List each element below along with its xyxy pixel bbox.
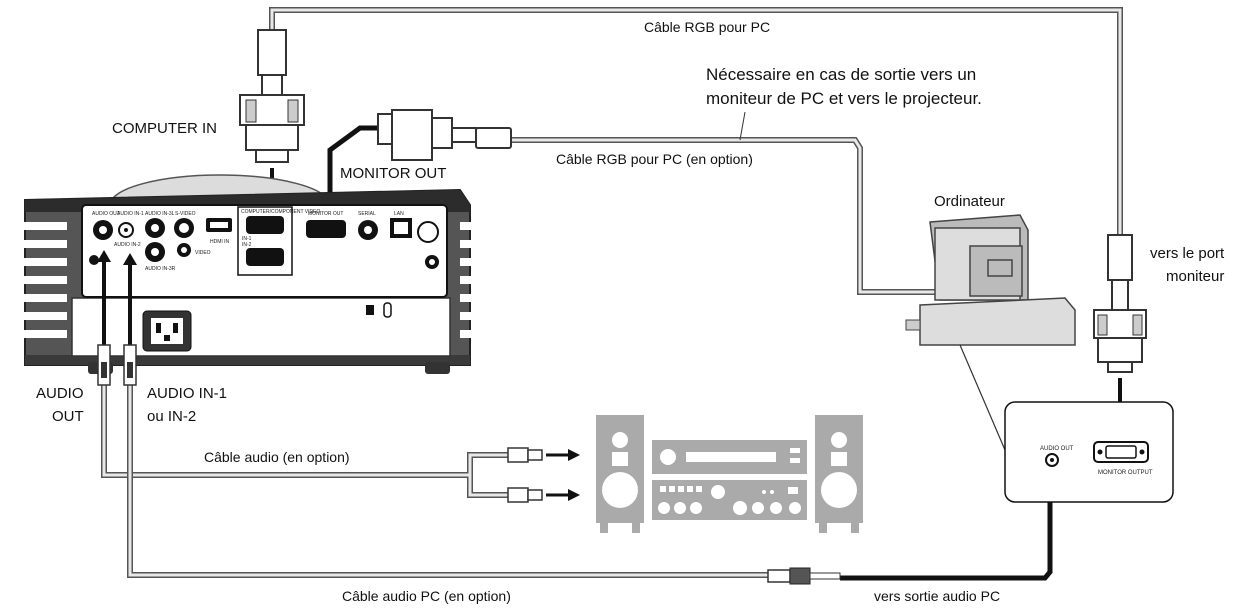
projector	[12, 174, 485, 374]
panel-s-video-label: S-VIDEO	[175, 211, 196, 217]
monitor-port-connector	[1093, 234, 1147, 425]
projector-port-panel: AUDIO OUT AUDIO IN-1 AUDIO IN-2 AUDIO IN…	[89, 206, 439, 276]
label-cable-rgb-optional: Câble RGB pour PC (en option)	[556, 151, 753, 167]
panel-computer-label: COMPUTER/COMPONENT VIDEO	[241, 209, 320, 215]
label-audio-in-2: ou IN-2	[147, 408, 196, 425]
panel-in2-label: IN-2	[242, 242, 252, 248]
label-monitor-port-2: moniteur	[1166, 268, 1224, 285]
label-note-line2: moniteur de PC et vers le projecteur.	[706, 89, 982, 108]
panel-in1-label: IN-1	[242, 236, 252, 242]
label-audio-out-2: OUT	[52, 408, 84, 425]
panel-audio-in2-label: AUDIO IN-2	[114, 242, 141, 248]
label-audio-in-1: AUDIO IN-1	[147, 385, 227, 402]
label-ordinateur: Ordinateur	[934, 193, 1005, 210]
panel-audio-out-label: AUDIO OUT	[92, 211, 120, 217]
label-computer-in: COMPUTER IN	[112, 120, 217, 137]
pc-monitor-output-label: MONITOR OUTPUT	[1098, 470, 1153, 476]
pc-audio-plug	[767, 567, 841, 585]
label-cable-audio-pc-optional: Câble audio PC (en option)	[342, 588, 511, 604]
panel-video-label: VIDEO	[195, 250, 211, 256]
computer	[905, 214, 1076, 451]
label-monitor-port-1: vers le port	[1150, 245, 1225, 262]
pc-rear-panel: AUDIO OUT MONITOR OUTPUT	[1004, 401, 1174, 503]
panel-audio-inl-label: AUDIO IN-3L	[145, 211, 175, 217]
label-audio-out-1: AUDIO	[36, 385, 84, 402]
monitor-out-connector	[377, 109, 512, 161]
pc-audio-out-label: AUDIO OUT	[1040, 446, 1074, 452]
panel-audio-in1-label: AUDIO IN-1	[117, 211, 144, 217]
panel-audio-inr-label: AUDIO IN-3R	[145, 266, 176, 272]
rca-plugs	[507, 447, 580, 503]
stereo-system	[596, 415, 863, 533]
audio-plugs-projector	[97, 250, 137, 386]
label-note-line1: Nécessaire en cas de sortie vers un	[706, 65, 976, 84]
panel-lan-label: LAN	[394, 211, 404, 217]
label-cable-rgb-pc: Câble RGB pour PC	[644, 19, 770, 35]
computer-in-connector	[239, 29, 305, 198]
label-cable-audio-optional: Câble audio (en option)	[204, 449, 350, 465]
label-to-pc-audio-out: vers sortie audio PC	[874, 588, 1000, 604]
label-monitor-out: MONITOR OUT	[340, 165, 446, 182]
panel-serial-label: SERIAL	[358, 211, 376, 217]
panel-hdmi-label: HDMI IN	[210, 239, 230, 245]
panel-monitor-out-label: MONITOR OUT	[308, 211, 343, 217]
